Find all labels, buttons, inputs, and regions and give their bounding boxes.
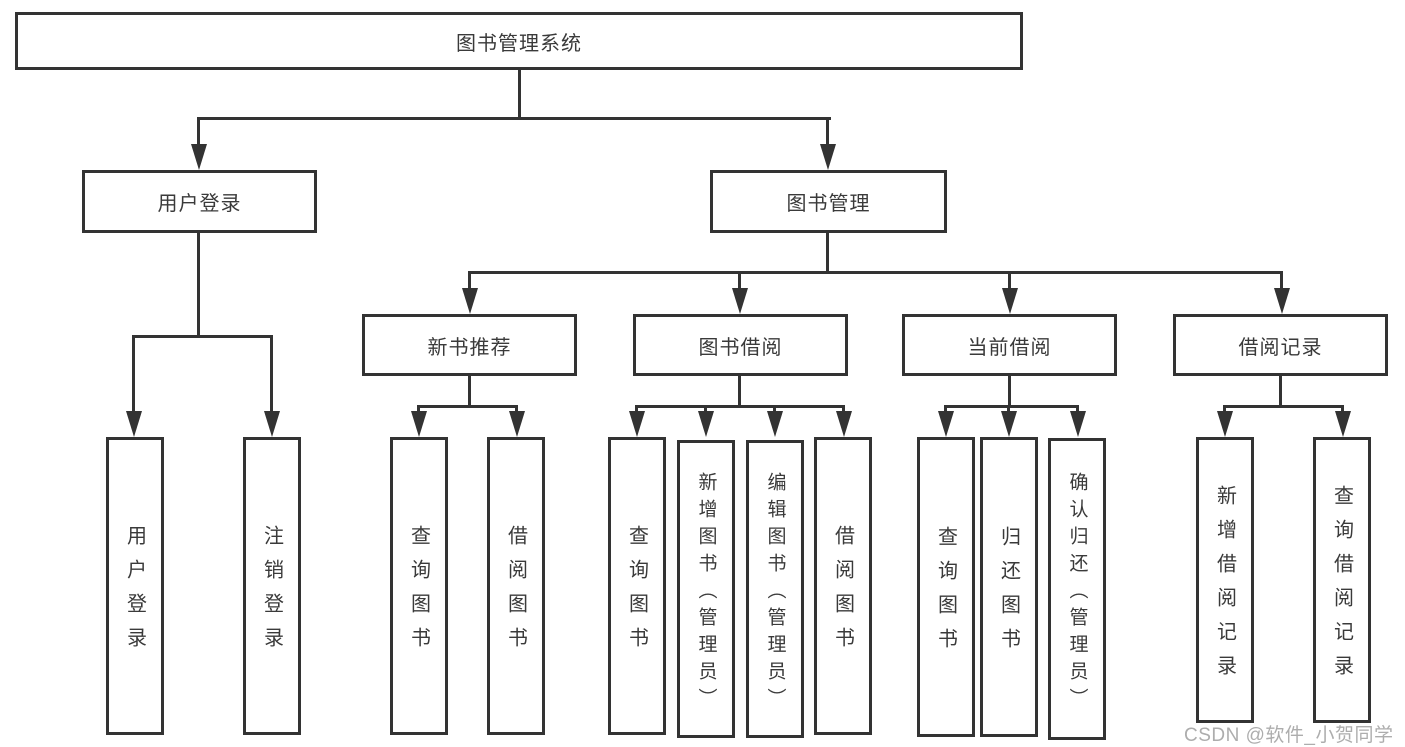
arrow-down-icon [820, 144, 836, 170]
node-label: 查询图书 [625, 525, 648, 661]
connector-line [738, 376, 741, 407]
connector-line [197, 233, 200, 337]
node-label: 借阅图书 [504, 525, 527, 661]
connector-line [417, 405, 518, 408]
node-borrow-book-leaf: 借阅图书 [814, 437, 872, 735]
arrow-down-icon [509, 411, 525, 437]
node-label: 查询图书 [407, 525, 430, 661]
node-label: 新增图书（管理员） [695, 471, 717, 715]
node-system-root: 图书管理系统 [15, 12, 1023, 70]
node-label: 用户登录 [123, 525, 146, 661]
arrow-down-icon [1001, 411, 1017, 437]
arrow-down-icon [462, 288, 478, 314]
node-user-login-leaf: 用户登录 [106, 437, 164, 735]
node-book-management: 图书管理 [710, 170, 947, 233]
connector-line [1223, 405, 1344, 408]
node-borrow-book-recommend: 借阅图书 [487, 437, 545, 735]
node-logout-leaf: 注销登录 [243, 437, 301, 735]
connector-line [1008, 376, 1011, 407]
node-label: 编辑图书（管理员） [764, 471, 786, 715]
node-label: 新书推荐 [427, 336, 512, 359]
node-label: 归还图书 [997, 526, 1020, 662]
arrow-down-icon [191, 144, 207, 170]
node-label: 借阅记录 [1238, 336, 1323, 359]
node-label: 查询借阅记录 [1330, 485, 1353, 689]
connector-line [198, 117, 831, 120]
node-edit-book-admin: 编辑图书（管理员） [746, 440, 804, 738]
node-add-book-admin: 新增图书（管理员） [677, 440, 735, 738]
node-label: 图书借阅 [698, 336, 783, 359]
connector-line [826, 117, 829, 149]
node-borrow-records: 借阅记录 [1173, 314, 1388, 376]
node-confirm-return-admin: 确认归还（管理员） [1048, 438, 1106, 740]
connector-line [826, 233, 829, 274]
connector-line [468, 271, 471, 293]
node-return-book: 归还图书 [980, 437, 1038, 737]
node-label: 新增借阅记录 [1213, 485, 1236, 689]
arrow-down-icon [1217, 411, 1233, 437]
node-label: 用户登录 [157, 193, 242, 215]
node-label: 注销登录 [260, 525, 283, 661]
node-current-borrow: 当前借阅 [902, 314, 1117, 376]
arrow-down-icon [411, 411, 427, 437]
arrow-down-icon [1002, 288, 1018, 314]
node-user-login: 用户登录 [82, 170, 317, 233]
arrow-down-icon [767, 411, 783, 437]
arrow-down-icon [126, 411, 142, 437]
arrow-down-icon [1070, 411, 1086, 437]
node-new-book-recommend: 新书推荐 [362, 314, 577, 376]
arrow-down-icon [698, 411, 714, 437]
connector-line [738, 271, 741, 293]
arrow-down-icon [264, 411, 280, 437]
watermark: CSDN @软件_小贺同学 [1184, 725, 1394, 746]
node-query-book-current: 查询图书 [917, 437, 975, 737]
arrow-down-icon [1274, 288, 1290, 314]
connector-line [1280, 271, 1283, 293]
connector-line [270, 335, 273, 415]
arrow-down-icon [1335, 411, 1351, 437]
connector-line [132, 335, 273, 338]
arrow-down-icon [836, 411, 852, 437]
arrow-down-icon [938, 411, 954, 437]
connector-line [468, 271, 1283, 274]
connector-line [518, 70, 521, 120]
node-label: 当前借阅 [967, 336, 1052, 359]
node-query-book-borrow: 查询图书 [608, 437, 666, 735]
connector-line [944, 405, 1079, 408]
node-add-borrow-record: 新增借阅记录 [1196, 437, 1254, 723]
node-label: 图书管理 [786, 193, 871, 215]
arrow-down-icon [629, 411, 645, 437]
node-query-borrow-record: 查询借阅记录 [1313, 437, 1371, 723]
connector-line [1008, 271, 1011, 293]
connector-line [197, 117, 200, 149]
arrow-down-icon [732, 288, 748, 314]
connector-line [132, 335, 135, 415]
node-label: 图书管理系统 [456, 32, 582, 55]
connector-line [468, 376, 471, 407]
connector-line [635, 405, 845, 408]
node-label: 借阅图书 [831, 525, 854, 661]
node-book-borrow: 图书借阅 [633, 314, 848, 376]
node-label: 确认归还（管理员） [1066, 471, 1088, 715]
node-label: 查询图书 [934, 526, 957, 662]
connector-line [1279, 376, 1282, 407]
node-query-book-recommend: 查询图书 [390, 437, 448, 735]
